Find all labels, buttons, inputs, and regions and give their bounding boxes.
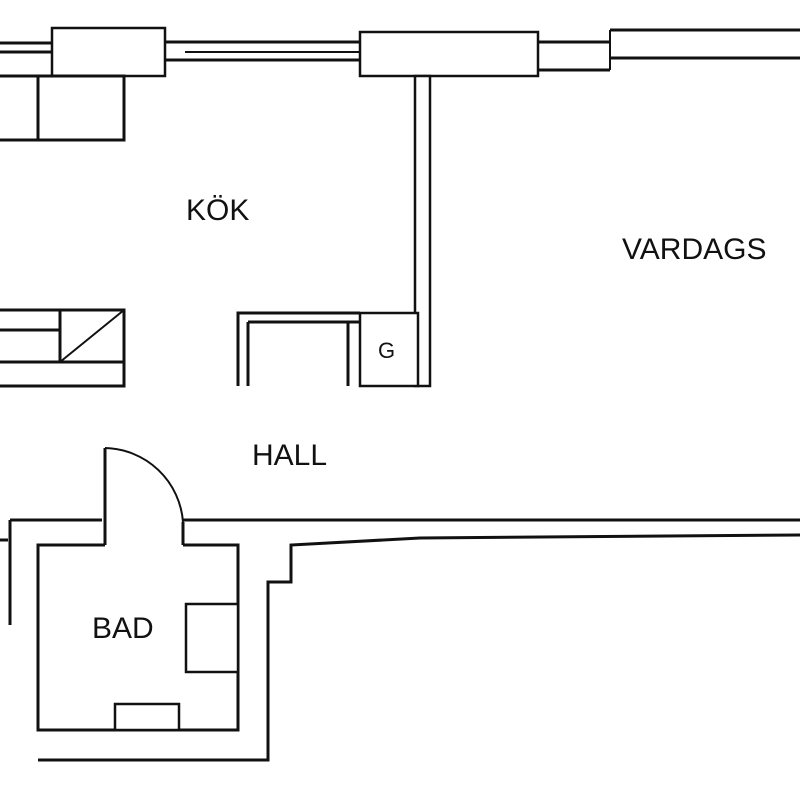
bathroom-sink — [184, 602, 240, 674]
room-label-kitchen: KÖK — [186, 194, 249, 227]
hall-living-wall — [38, 518, 800, 762]
kitchen-counter — [0, 308, 126, 388]
kitchen-upper-cabinets — [0, 74, 126, 142]
room-label-living-room: VARDAGS — [622, 233, 766, 266]
room-label-bathroom: BAD — [92, 612, 154, 645]
window-left — [50, 26, 167, 78]
partition-wall-kitchen-living — [413, 74, 432, 388]
room-label-hall: HALL — [252, 439, 327, 472]
wardrobe — [358, 311, 420, 388]
bathroom-door — [103, 447, 185, 545]
wardrobe-label: G — [378, 338, 395, 363]
kitchen-hall-partition — [236, 311, 360, 386]
window-center — [358, 30, 540, 78]
bathroom-toilet — [113, 702, 181, 732]
top-exterior-wall — [0, 28, 800, 72]
